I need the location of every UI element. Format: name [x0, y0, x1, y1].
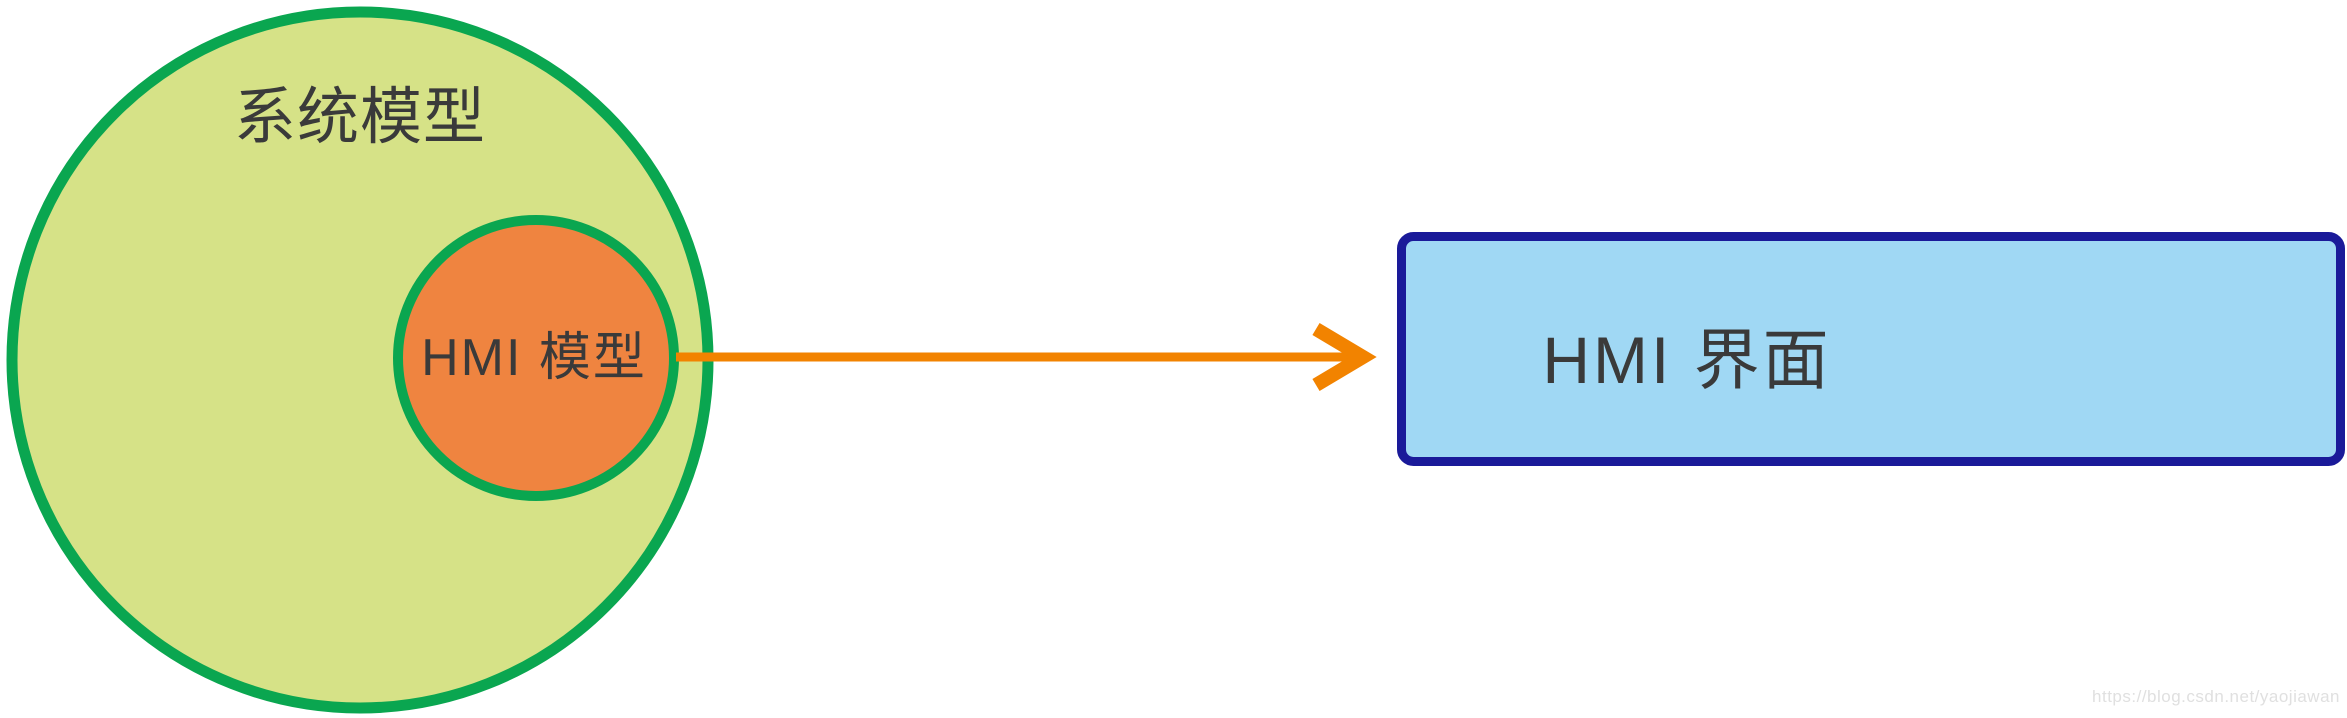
watermark-url: https://blog.csdn.net/yaojiawan: [2092, 687, 2340, 706]
system-model-label: 系统模型: [233, 83, 487, 152]
arrow-head-icon: [1312, 322, 1377, 392]
hmi-interface-box: [1397, 232, 2345, 466]
hmi-model-circle: [393, 215, 679, 501]
hmi-model-label: HMI 模型: [421, 329, 647, 387]
hmi-interface-label: HMI 界面: [1542, 323, 1832, 397]
